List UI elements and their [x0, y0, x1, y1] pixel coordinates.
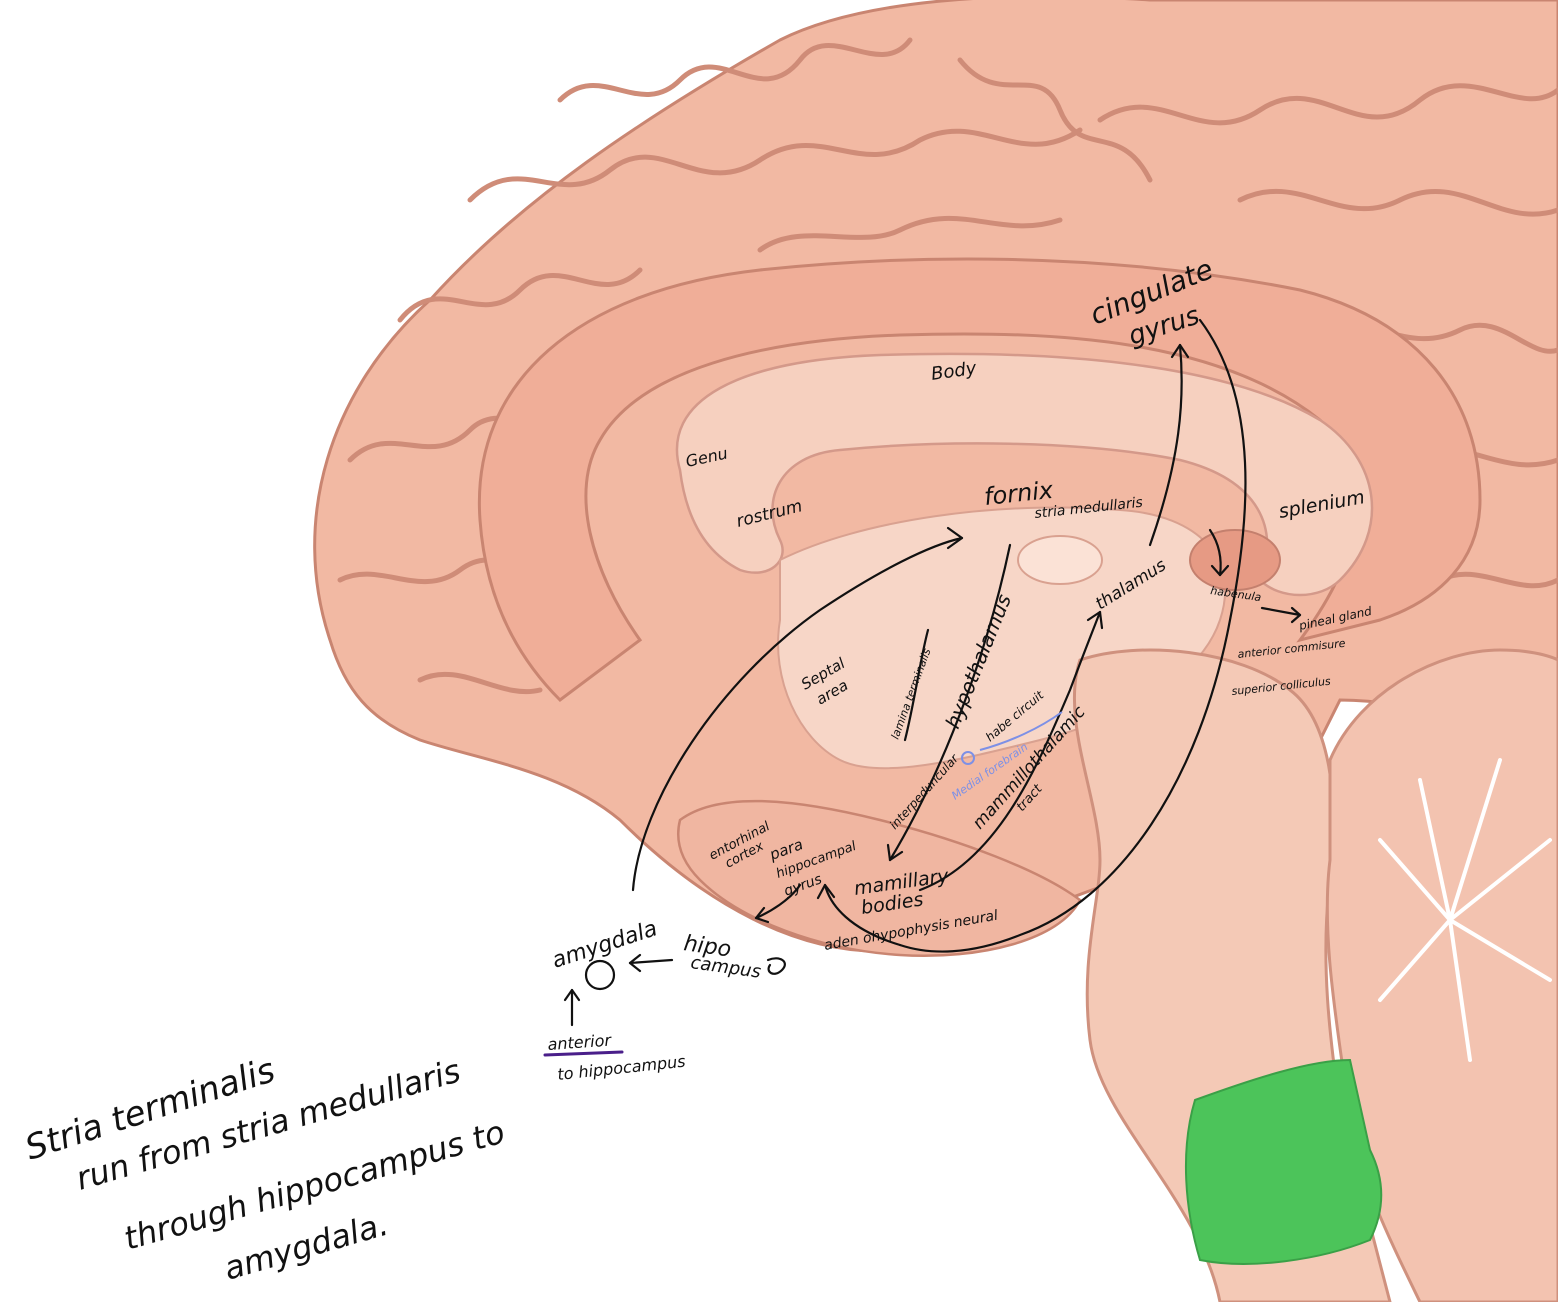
lamina-line — [903, 628, 930, 742]
arrowhead-habenula — [1210, 564, 1230, 577]
handwritten-note: Stria terminalis run from stria medullar… — [20, 1050, 508, 1287]
hippo-to-amygdala — [628, 958, 674, 965]
arrowhead-parahippocampal — [816, 883, 836, 900]
fornix-to-mammillary — [888, 543, 1012, 862]
cerebellum — [1325, 648, 1558, 1302]
arbor-vitae — [1378, 758, 1552, 1062]
habenula-to-pineal — [1260, 606, 1302, 617]
label-to-hippocampus: to hippocampus — [556, 1052, 686, 1084]
label-amygdala: amygdala — [549, 916, 660, 973]
arrowhead-thalamus — [1086, 610, 1104, 630]
cingulate-down-loop — [898, 318, 1247, 953]
hippocampus-squiggle — [766, 957, 786, 975]
loop-to-parahippocampal — [823, 883, 902, 947]
arrowhead-mammillary — [886, 843, 904, 862]
amygdala-circle — [584, 959, 616, 991]
mammillo-thalamic-curve — [918, 610, 1102, 892]
anterior-underline — [543, 1050, 624, 1057]
circuit-path-amygdala-fornix — [631, 536, 964, 892]
temporal-lobe — [676, 799, 1082, 957]
arrowhead-anterior — [563, 988, 581, 1002]
arrowhead-entorhinal — [754, 906, 770, 924]
medulla-highlight — [1184, 1058, 1383, 1265]
gyri-folds — [337, 37, 1558, 695]
thalamus-to-cingulate — [1148, 343, 1183, 547]
arrowhead-fornix — [946, 526, 964, 550]
brain-illustration — [313, 0, 1558, 1302]
arrowhead-pineal — [1290, 606, 1302, 624]
arrowhead-amygdala — [628, 953, 642, 973]
arrowhead-cingulate — [1170, 343, 1190, 359]
pineal-shape — [1189, 529, 1281, 591]
stria-to-habenula — [1208, 528, 1222, 577]
annotation-arrows — [543, 318, 1302, 1057]
blue-underline — [979, 711, 1063, 751]
label-anterior: anterior — [547, 1031, 613, 1054]
blue-circle — [961, 751, 975, 765]
thalamus-shape — [1017, 535, 1103, 585]
hippo-to-entorhinal — [754, 883, 802, 920]
label-campus: campus — [689, 952, 762, 983]
